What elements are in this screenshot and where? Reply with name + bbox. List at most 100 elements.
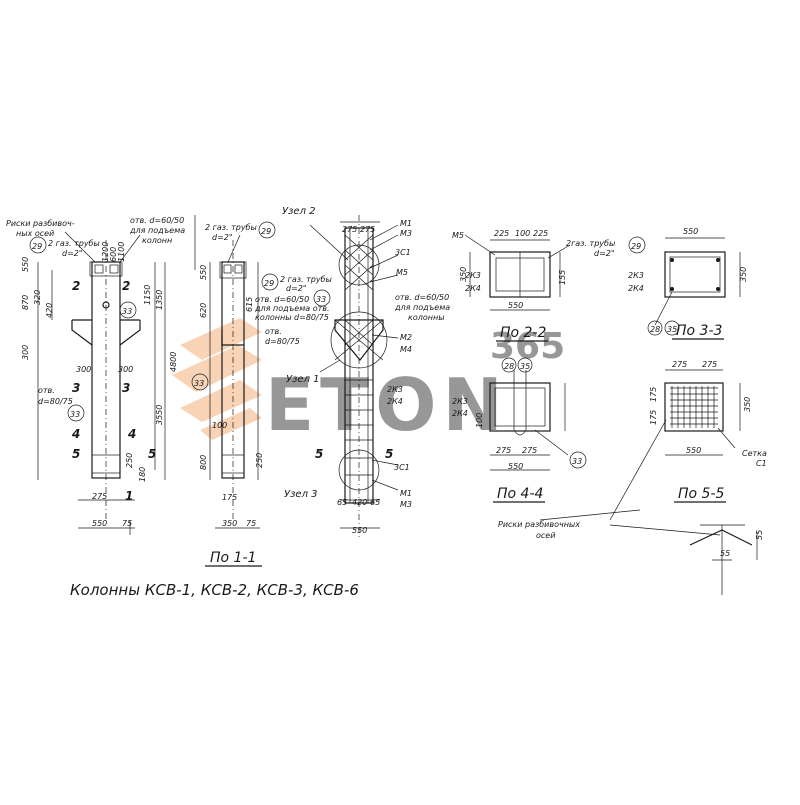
note-hole2-3: колонны bbox=[408, 313, 445, 322]
note-otv3-1: отв. d=60/50 bbox=[255, 295, 309, 304]
view-label-3-3: По 3-3 bbox=[676, 323, 722, 339]
svg-text:420: 420 bbox=[352, 498, 367, 507]
note-otv-left-2: d=80/75 bbox=[38, 397, 73, 406]
section-3-3-drawing bbox=[664, 237, 741, 298]
note-riski2-2: осей bbox=[536, 531, 555, 540]
watermark-main-text: ETON bbox=[265, 363, 509, 447]
column-front-view bbox=[37, 240, 166, 535]
svg-text:29: 29 bbox=[261, 227, 271, 236]
svg-text:275: 275 bbox=[522, 446, 537, 455]
rebar-m1-top: М1 bbox=[400, 219, 412, 228]
svg-text:28: 28 bbox=[504, 362, 514, 371]
svg-text:870: 870 bbox=[21, 295, 30, 310]
rebar-m3-bottom: М3 bbox=[400, 500, 412, 509]
svg-text:175: 175 bbox=[222, 493, 237, 502]
svg-text:33: 33 bbox=[572, 457, 582, 466]
mark-33-d: 33 bbox=[569, 451, 587, 469]
svg-text:4800: 4800 bbox=[169, 352, 178, 372]
sec-2-left: 2 bbox=[72, 279, 80, 293]
svg-text:350: 350 bbox=[739, 267, 748, 282]
rebar-2k3-col: 2К3 bbox=[387, 385, 403, 394]
view-label-4-4: По 4-4 bbox=[497, 486, 543, 502]
node-2-label: Узел 2 bbox=[282, 206, 316, 217]
svg-text:300: 300 bbox=[118, 365, 133, 374]
column-side-view bbox=[194, 215, 260, 529]
sec-3-right: 3 bbox=[122, 381, 130, 395]
svg-text:600: 600 bbox=[109, 247, 118, 262]
section-5-5-drawing bbox=[664, 369, 741, 456]
svg-text:29: 29 bbox=[264, 279, 274, 288]
sec-2-right: 2 bbox=[122, 279, 130, 293]
svg-text:615: 615 bbox=[245, 297, 254, 312]
svg-text:550: 550 bbox=[683, 227, 698, 236]
note-setka-2: С1 bbox=[756, 459, 767, 468]
rebar-2k4-sec22: 2К4 bbox=[465, 284, 481, 293]
svg-text:33: 33 bbox=[316, 295, 326, 304]
section-numbers: 2 2 3 3 4 4 5 5 1 5 5 bbox=[71, 279, 393, 503]
svg-text:275: 275 bbox=[92, 492, 107, 501]
svg-text:275: 275 bbox=[342, 225, 357, 234]
svg-text:300: 300 bbox=[21, 345, 30, 360]
note-otv3-2: для подъема отв. bbox=[254, 304, 330, 313]
svg-text:250: 250 bbox=[255, 453, 264, 468]
svg-text:300: 300 bbox=[76, 365, 91, 374]
rebar-3c1-bottom: 3С1 bbox=[394, 463, 410, 472]
svg-text:35: 35 bbox=[520, 362, 530, 371]
view-labels: По 1-1 По 2-2 По 3-3 По 4-4 По 5-5 bbox=[205, 323, 726, 567]
svg-text:800: 800 bbox=[199, 455, 208, 470]
watermark: 365 ETON bbox=[172, 318, 565, 447]
note-pipe3-2: d=2" bbox=[286, 284, 307, 293]
svg-text:35: 35 bbox=[667, 325, 677, 334]
svg-text:350: 350 bbox=[743, 397, 752, 412]
rebar-2k3-sec22: 2К3 bbox=[465, 271, 481, 280]
svg-text:550: 550 bbox=[21, 257, 30, 272]
note-pipe-2: d=2" bbox=[62, 249, 83, 258]
view-label-5-5: По 5-5 bbox=[678, 486, 725, 502]
rebar-2k4-sec44: 2К4 bbox=[452, 409, 468, 418]
svg-text:320: 320 bbox=[33, 290, 42, 305]
mark-28-b: 28 bbox=[647, 320, 663, 336]
node-3-label: Узел 3 bbox=[284, 489, 318, 500]
svg-text:250: 250 bbox=[125, 453, 134, 468]
sec-5-left: 5 bbox=[72, 447, 80, 461]
mark-35-a: 35 bbox=[517, 357, 533, 373]
svg-text:1100: 1100 bbox=[117, 242, 126, 262]
svg-text:155: 155 bbox=[558, 270, 567, 285]
note-riski2-1: Риски разбивочных bbox=[498, 520, 580, 529]
view-label-1-1: По 1-1 bbox=[210, 550, 256, 566]
svg-text:350: 350 bbox=[222, 519, 237, 528]
svg-text:33: 33 bbox=[194, 379, 204, 388]
circled-marks: 29 33 29 33 33 28 35 33 29 28 35 33 29 bbox=[29, 221, 680, 469]
sec-1-bottom: 1 bbox=[125, 489, 133, 503]
svg-text:33: 33 bbox=[70, 410, 80, 419]
svg-text:33: 33 bbox=[122, 307, 132, 316]
section-4-4-drawing bbox=[489, 370, 566, 471]
node-1-label: Узел 1 bbox=[286, 374, 320, 385]
svg-text:29: 29 bbox=[32, 242, 42, 251]
note-hole-3: колонн bbox=[142, 236, 172, 245]
mark-33-c: 33 bbox=[67, 404, 85, 422]
mark-33-a: 33 bbox=[119, 301, 137, 319]
note-otv-left-1: отв. bbox=[38, 386, 55, 395]
note-hole-2: для подъема bbox=[129, 226, 185, 235]
sec-5-col3-left: 5 bbox=[315, 447, 323, 461]
mark-29-d: 29 bbox=[261, 273, 279, 291]
rebar-m3-top: М3 bbox=[400, 229, 412, 238]
svg-text:225: 225 bbox=[494, 229, 509, 238]
svg-text:65: 65 bbox=[337, 498, 347, 507]
note-otv-1: отв. bbox=[265, 327, 282, 336]
svg-text:75: 75 bbox=[122, 519, 132, 528]
note-pipe4-2: d=2" bbox=[594, 249, 615, 258]
svg-text:275: 275 bbox=[360, 225, 375, 234]
note-otv-2: d=80/75 bbox=[265, 337, 300, 346]
svg-text:550: 550 bbox=[686, 446, 701, 455]
note-setka-1: Сетка bbox=[742, 449, 767, 458]
drawing-caption: Колонны КСВ-1, КСВ-2, КСВ-3, КСВ-6 bbox=[70, 581, 359, 599]
sec-4-right: 4 bbox=[127, 427, 136, 441]
svg-text:1350: 1350 bbox=[155, 290, 164, 310]
svg-text:100: 100 bbox=[515, 229, 530, 238]
rebar-2k4-sec33: 2К4 bbox=[628, 284, 644, 293]
svg-text:175: 175 bbox=[649, 410, 658, 425]
note-pipe-1: 2 газ. трубы bbox=[48, 239, 100, 248]
